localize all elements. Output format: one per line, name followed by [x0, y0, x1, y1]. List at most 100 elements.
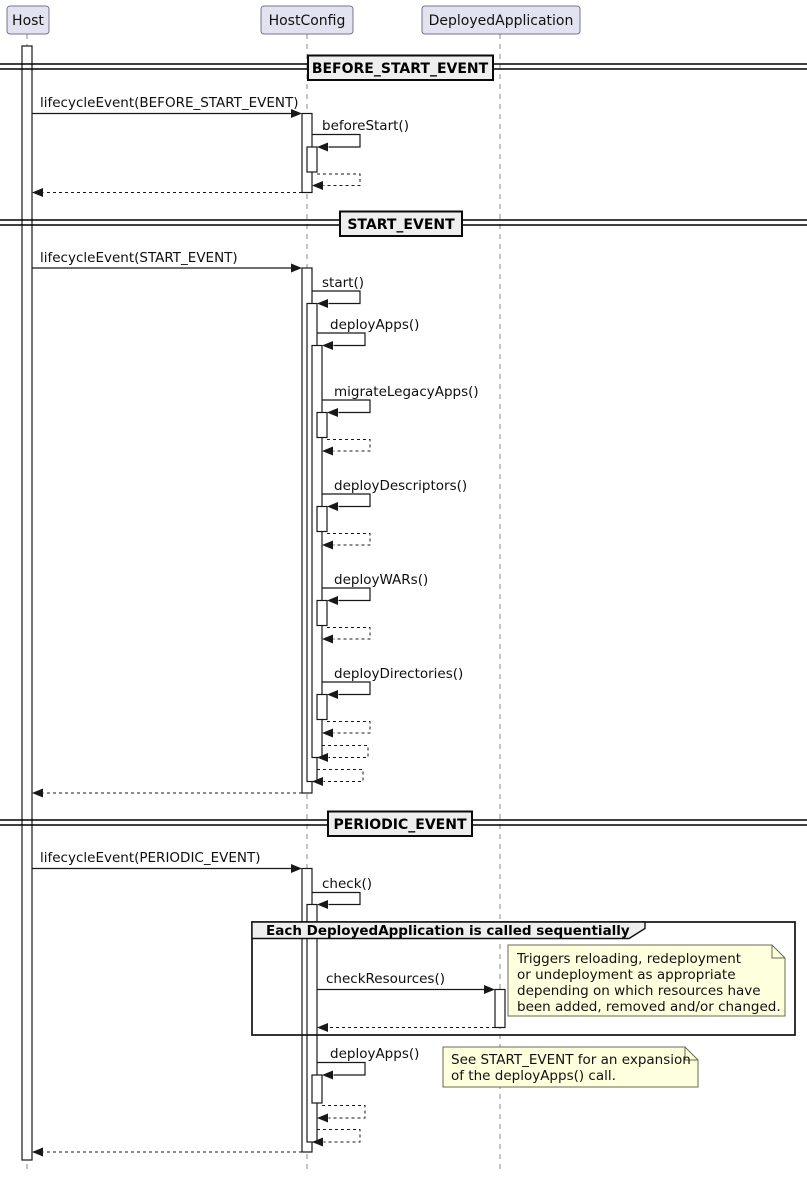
note-body	[507, 944, 786, 1017]
message-deploy-apps-periodic: deployApps()	[317, 1046, 419, 1080]
arrowhead-icon	[312, 777, 323, 786]
self-message-line	[312, 891, 361, 906]
participant-host: Host	[6, 5, 50, 35]
message-check: check()	[312, 876, 372, 909]
return-to-host	[32, 788, 302, 798]
self-message-line	[322, 399, 371, 414]
arrowhead-icon	[317, 299, 328, 308]
participant-deployedapplication: DeployedApplication	[421, 5, 581, 35]
message-label: lifecycleEvent(START_EVENT)	[40, 250, 238, 266]
note-line: of the deployApps() call.	[451, 1068, 616, 1084]
divider-label: BEFORE_START_EVENT	[312, 61, 489, 77]
message-label: deployWARs()	[334, 572, 428, 588]
divider-periodic-event: PERIODIC_EVENT	[0, 810, 807, 837]
arrowhead-icon	[322, 634, 333, 644]
arrowhead-icon	[322, 446, 333, 456]
hostconfig-activation-bar	[316, 599, 328, 627]
message-label: deployApps()	[330, 1046, 419, 1062]
self-return-line	[322, 745, 369, 758]
self-return-line	[317, 173, 361, 186]
message-migrate-legacy-apps: migrateLegacyApps()	[316, 384, 479, 456]
message-deploy-wars: deployWARs()	[316, 572, 428, 644]
group-header	[251, 921, 646, 940]
arrowhead-icon	[317, 1113, 328, 1123]
message-label: checkResources()	[326, 971, 445, 987]
arrowhead-icon	[327, 502, 338, 511]
participant-hostconfig: HostConfig	[260, 5, 354, 35]
return-to-host	[32, 188, 302, 197]
divider-before-start-event: BEFORE_START_EVENT	[0, 54, 807, 81]
message-label: lifecycleEvent(PERIODIC_EVENT)	[40, 850, 261, 866]
message-deploy-apps: deployApps()	[317, 317, 419, 350]
return-deploy-apps	[317, 745, 369, 762]
return-deploy-apps-periodic	[317, 1105, 366, 1123]
message-lifecycle-periodic: lifecycleEvent(PERIODIC_EVENT)	[32, 850, 302, 873]
arrowhead-icon	[32, 188, 43, 197]
self-message-line	[322, 587, 371, 602]
hostconfig-activation-bar	[306, 146, 318, 173]
self-message-line	[322, 681, 371, 696]
divider-label: PERIODIC_EVENT	[333, 817, 466, 833]
self-return-line	[317, 1129, 361, 1143]
self-message-line	[317, 1061, 366, 1076]
arrowhead-icon	[32, 1147, 43, 1157]
self-return-line	[327, 627, 371, 640]
self-return-line	[327, 533, 371, 546]
message-label: deployDirectories()	[334, 666, 463, 682]
note-check-resources: Triggers reloading, redeployment or unde…	[507, 944, 786, 1017]
arrowhead-icon	[327, 690, 338, 699]
note-fold-icon	[684, 1047, 698, 1061]
group-label: Each DeployedApplication is called seque…	[266, 923, 630, 939]
hostconfig-activation-bar	[311, 1074, 323, 1104]
self-return-line	[327, 721, 371, 734]
message-deploy-descriptors: deployDescriptors()	[316, 478, 467, 550]
participant-host-label: Host	[12, 13, 44, 29]
message-label: beforeStart()	[322, 118, 409, 134]
arrowhead-icon	[327, 596, 338, 605]
arrowhead-icon	[327, 408, 338, 417]
host-activation-bar	[21, 45, 33, 1161]
arrowhead-icon	[317, 753, 328, 762]
message-label: migrateLegacyApps()	[334, 384, 479, 400]
divider-label-box	[307, 54, 494, 81]
self-message-line	[312, 133, 361, 148]
message-start: start()	[312, 275, 364, 308]
arrowhead-icon	[312, 1137, 323, 1147]
self-return-line	[317, 769, 364, 782]
participant-host-box	[6, 5, 50, 35]
message-label: deployApps()	[330, 317, 419, 333]
note-line: See START_EVENT for an expansion	[451, 1052, 691, 1068]
arrowhead-icon	[322, 341, 333, 350]
message-label: start()	[322, 275, 364, 291]
note-line: or undeployment as appropriate	[517, 967, 736, 983]
arrowhead-icon	[317, 1023, 328, 1032]
divider-label: START_EVENT	[347, 217, 455, 233]
return-start	[312, 769, 364, 786]
arrowhead-icon	[291, 109, 302, 118]
note-fold-icon	[771, 945, 785, 959]
divider-label-box	[339, 210, 463, 237]
participant-hostconfig-label: HostConfig	[269, 13, 346, 29]
message-label: check()	[322, 876, 372, 892]
divider-start-event: START_EVENT	[0, 210, 807, 237]
note-body	[442, 1046, 699, 1088]
message-label: deployDescriptors()	[334, 478, 467, 494]
message-label: lifecycleEvent(BEFORE_START_EVENT)	[40, 95, 299, 111]
arrowhead-icon	[317, 900, 328, 909]
self-message-line	[322, 493, 371, 508]
hostconfig-activation-bar	[316, 411, 328, 439]
arrowhead-icon	[312, 181, 323, 190]
hostconfig-activation-bar	[316, 693, 328, 721]
return-to-host	[32, 1147, 302, 1157]
hostconfig-activation-bar	[316, 505, 328, 533]
message-deploy-directories: deployDirectories()	[316, 666, 463, 738]
self-return-line	[327, 439, 371, 452]
note-line: been added, removed and/or changed.	[517, 999, 781, 1015]
note-line: Triggers reloading, redeployment	[516, 951, 741, 967]
arrowhead-icon	[322, 1070, 333, 1080]
divider-label-box	[327, 810, 473, 837]
note-line: depending on which resources have	[517, 983, 761, 999]
arrowhead-icon	[317, 142, 328, 152]
